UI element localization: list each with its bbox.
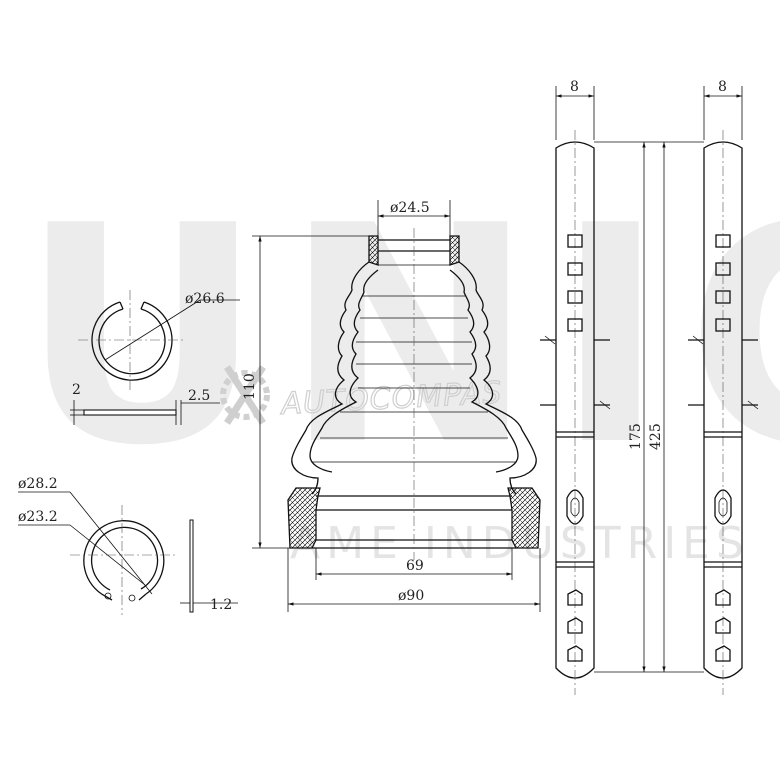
split-ring: ø26.6 (78, 290, 240, 390)
cv-boot (287, 228, 541, 560)
clip-outer-diameter-label: ø28.2 (18, 476, 58, 492)
ring-side-view: 2 2.5 (70, 382, 220, 425)
clip-inner-diameter-label: ø23.2 (18, 509, 58, 525)
clamp-band-long (688, 130, 759, 695)
boot-height-label: 110 (242, 373, 258, 400)
clamp-band-short (540, 130, 611, 695)
clamp-dimensions: 8 8 175 425 (555, 79, 743, 673)
ring-width-label: 2.5 (188, 388, 210, 404)
watermark-letters: UNIO (20, 162, 780, 511)
clamp1-width-label: 8 (570, 79, 579, 95)
clip-thickness-label: 1.2 (210, 597, 232, 613)
circlip: ø28.2 ø23.2 (18, 476, 175, 615)
clamp1-length-label: 175 (628, 423, 644, 450)
boot-small-diameter-label: ø24.5 (390, 200, 430, 216)
ring-thickness-label: 2 (72, 382, 81, 398)
boot-outer-diameter-label: ø90 (398, 588, 424, 604)
watermark: UNIO AME INDUSTRIES AUTOCOMPAS (20, 162, 780, 569)
boot-dimensions: ø24.5 110 69 ø90 (242, 200, 541, 612)
clamp2-length-label: 425 (648, 423, 664, 450)
ring-diameter-label: ø26.6 (185, 291, 225, 307)
clamp2-width-label: 8 (718, 79, 727, 95)
circlip-side-view: 1.2 (180, 519, 238, 613)
boot-inner-diameter-label: 69 (406, 558, 424, 574)
